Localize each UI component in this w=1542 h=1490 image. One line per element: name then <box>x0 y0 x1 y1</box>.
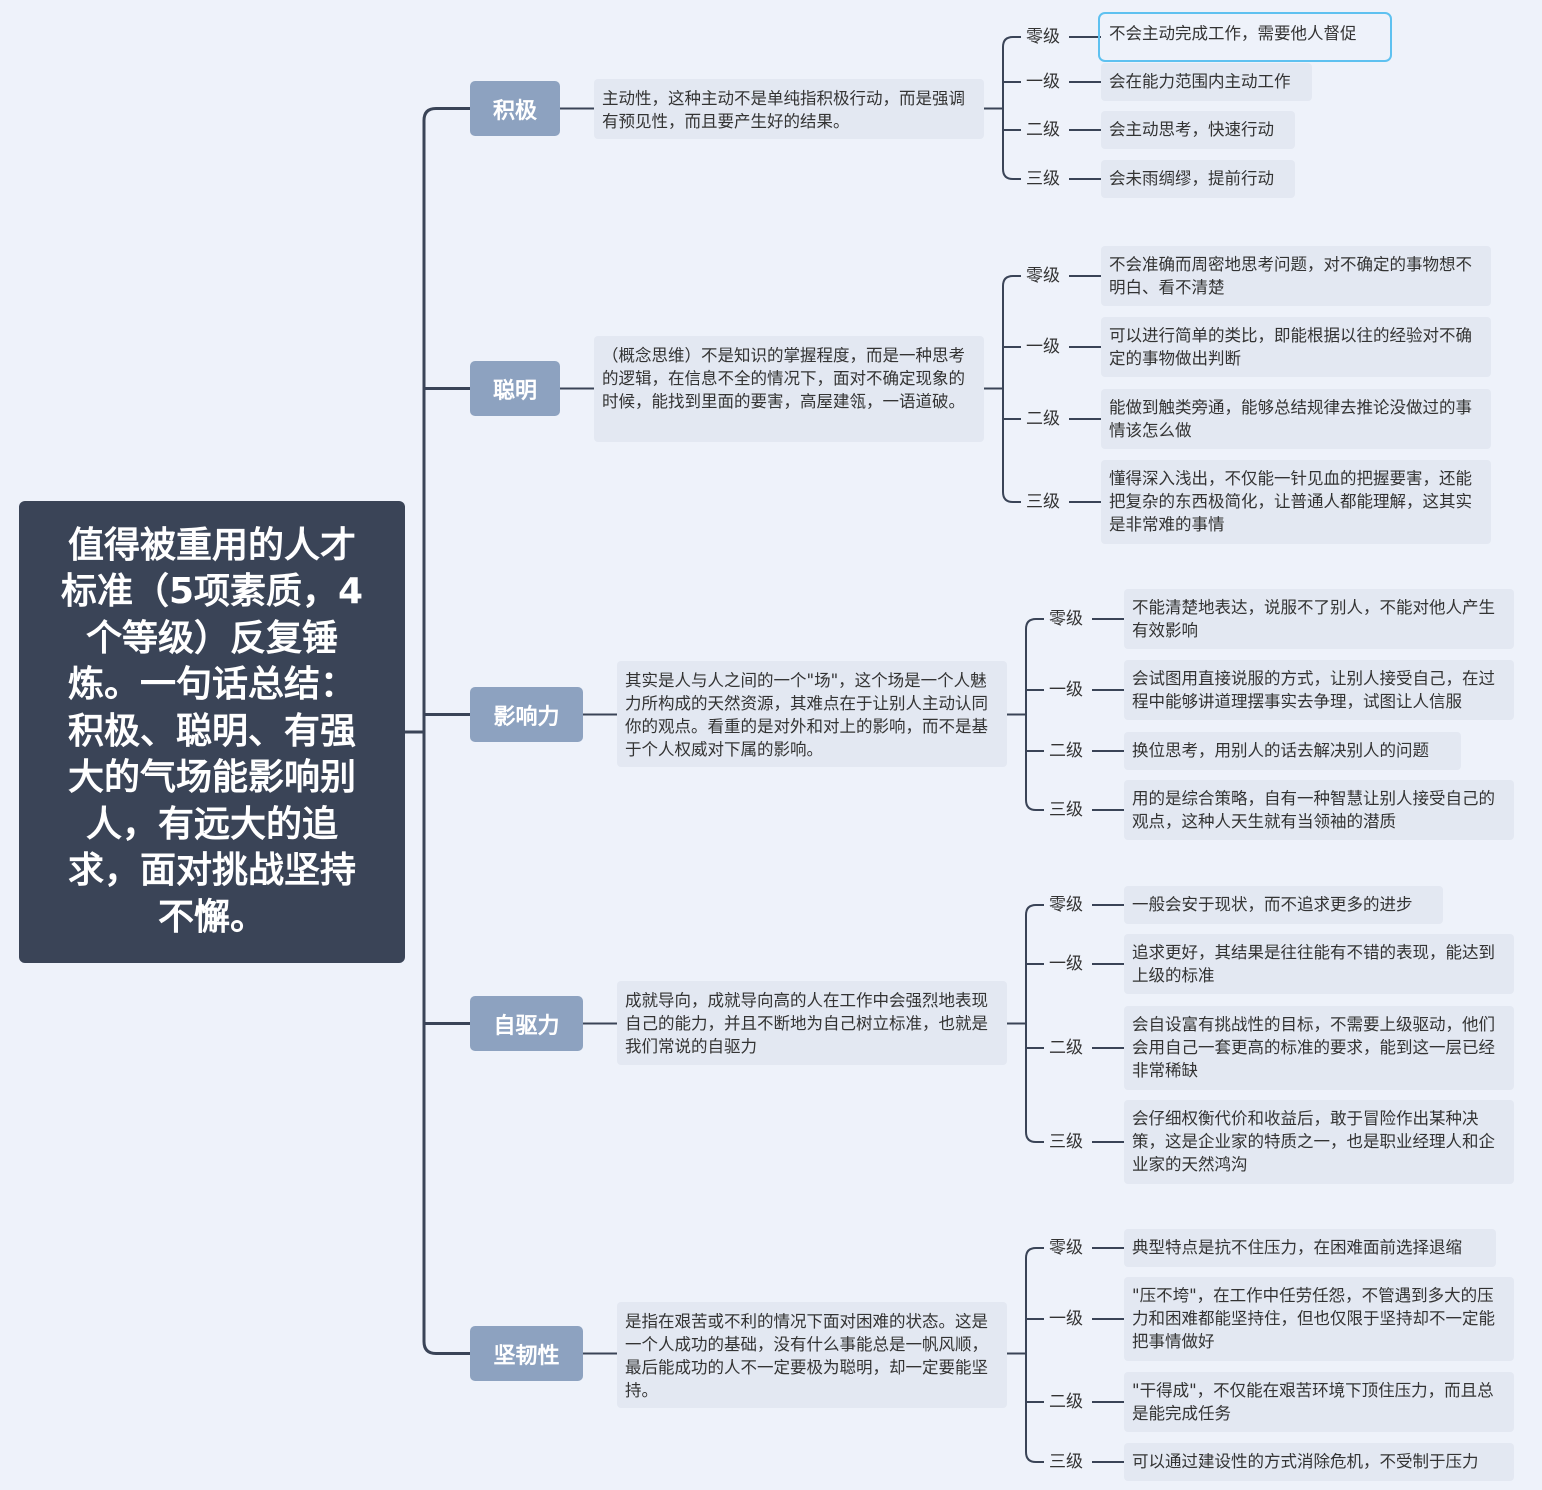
topic-聪明[interactable]: 聪明 <box>470 361 560 416</box>
connector <box>1025 1131 1044 1143</box>
level-item[interactable]: 会主动思考，快速行动 <box>1101 111 1295 149</box>
level-label[interactable]: 一级 <box>1026 337 1060 357</box>
level-label[interactable]: 三级 <box>1026 169 1060 189</box>
level-label[interactable]: 零级 <box>1049 895 1083 915</box>
level-item[interactable]: 用的是综合策略，自有一种智慧让别人接受自己的观点，这种人天生就有当领袖的潜质 <box>1124 780 1514 840</box>
level-label[interactable]: 零级 <box>1026 266 1060 286</box>
topic-自驱力[interactable]: 自驱力 <box>470 996 583 1051</box>
level-item[interactable]: "压不垮"，在工作中任劳任怨，不管遇到多大的压力和困难都能坚持住，但也仅限于坚持… <box>1124 1277 1514 1361</box>
level-label[interactable]: 零级 <box>1026 27 1060 47</box>
level-item[interactable]: 不会准确而周密地思考问题，对不确定的事物想不明白、看不清楚 <box>1101 246 1491 306</box>
level-item[interactable]: 不能清楚地表达，说服不了别人，不能对他人产生有效影响 <box>1124 589 1514 649</box>
level-label[interactable]: 零级 <box>1049 609 1083 629</box>
description-聪明[interactable]: （概念思维）不是知识的掌握程度，而是一种思考的逻辑，在信息不全的情况下，面对不确… <box>594 336 984 442</box>
connector <box>1025 904 1044 916</box>
connector <box>422 1341 470 1355</box>
description-坚韧性[interactable]: 是指在艰苦或不利的情况下面对困难的状态。这是一个人成功的基础，没有什么事能总是一… <box>617 1302 1007 1408</box>
level-label[interactable]: 零级 <box>1049 1238 1083 1258</box>
level-item[interactable]: 会试图用直接说服的方式，让别人接受自己，在过程中能够讲道理摆事实去争理，试图让人… <box>1124 660 1514 720</box>
connector <box>1025 1247 1044 1259</box>
connector <box>1025 618 1044 630</box>
level-label[interactable]: 三级 <box>1026 492 1060 512</box>
level-item[interactable]: 会自设富有挑战性的目标，不需要上级驱动，他们会用自己一套更高的标准的要求，能到这… <box>1124 1006 1514 1090</box>
level-label[interactable]: 一级 <box>1026 72 1060 92</box>
connector <box>1025 799 1044 811</box>
level-label[interactable]: 一级 <box>1049 1309 1083 1329</box>
level-item-selected[interactable]: 不会主动完成工作，需要他人督促 <box>1098 12 1392 62</box>
level-label[interactable]: 一级 <box>1049 680 1083 700</box>
level-item[interactable]: 一般会安于现状，而不追求更多的进步 <box>1124 886 1443 924</box>
topic-积极[interactable]: 积极 <box>470 81 560 136</box>
level-item[interactable]: 典型特点是抗不住压力，在困难面前选择退缩 <box>1124 1229 1496 1267</box>
connector <box>1025 1451 1044 1463</box>
level-item[interactable]: 会未雨绸缪，提前行动 <box>1101 160 1295 198</box>
root-topic[interactable]: 值得被重用的人才标准（5项素质，4个等级）反复锤炼。一句话总结：积极、聪明、有强… <box>19 501 405 963</box>
level-item[interactable]: 能做到触类旁通，能够总结规律去推论没做过的事情该怎么做 <box>1101 389 1491 449</box>
level-item[interactable]: 追求更好，其结果是往往能有不错的表现，能达到上级的标准 <box>1124 934 1514 994</box>
level-label[interactable]: 二级 <box>1026 120 1060 140</box>
level-label[interactable]: 二级 <box>1049 1392 1083 1412</box>
level-label[interactable]: 二级 <box>1049 1038 1083 1058</box>
level-label[interactable]: 二级 <box>1026 409 1060 429</box>
level-label[interactable]: 三级 <box>1049 1132 1083 1152</box>
description-自驱力[interactable]: 成就导向，成就导向高的人在工作中会强烈地表现自己的能力，并且不断地为自己树立标准… <box>617 981 1007 1065</box>
level-label[interactable]: 三级 <box>1049 1452 1083 1472</box>
description-影响力[interactable]: 其实是人与人之间的一个"场"，这个场是一个人魅力所构成的天然资源，其难点在于让别… <box>617 661 1007 767</box>
level-item[interactable]: 换位思考，用别人的话去解决别人的问题 <box>1124 732 1461 770</box>
connector <box>1002 168 1021 180</box>
connector <box>1002 275 1021 287</box>
topic-坚韧性[interactable]: 坚韧性 <box>470 1326 583 1381</box>
topic-影响力[interactable]: 影响力 <box>470 687 583 742</box>
level-item[interactable]: "干得成"，不仅能在艰苦环境下顶住压力，而且总是能完成任务 <box>1124 1372 1514 1432</box>
connector <box>1002 36 1021 48</box>
level-item[interactable]: 懂得深入浅出，不仅能一针见血的把握要害，还能把复杂的东西极简化，让普通人都能理解… <box>1101 460 1491 544</box>
connector <box>1002 491 1021 503</box>
level-label[interactable]: 三级 <box>1049 800 1083 820</box>
connector <box>422 107 470 121</box>
level-item[interactable]: 会仔细权衡代价和收益后，敢于冒险作出某种决策，这是企业家的特质之一，也是职业经理… <box>1124 1100 1514 1184</box>
level-label[interactable]: 一级 <box>1049 954 1083 974</box>
description-积极[interactable]: 主动性，这种主动不是单纯指积极行动，而是强调有预见性，而且要产生好的结果。 <box>594 79 984 139</box>
level-item[interactable]: 可以进行简单的类比，即能根据以往的经验对不确定的事物做出判断 <box>1101 317 1491 377</box>
level-label[interactable]: 二级 <box>1049 741 1083 761</box>
level-item[interactable]: 可以通过建设性的方式消除危机，不受制于压力 <box>1124 1443 1514 1481</box>
level-item[interactable]: 会在能力范围内主动工作 <box>1101 63 1312 101</box>
